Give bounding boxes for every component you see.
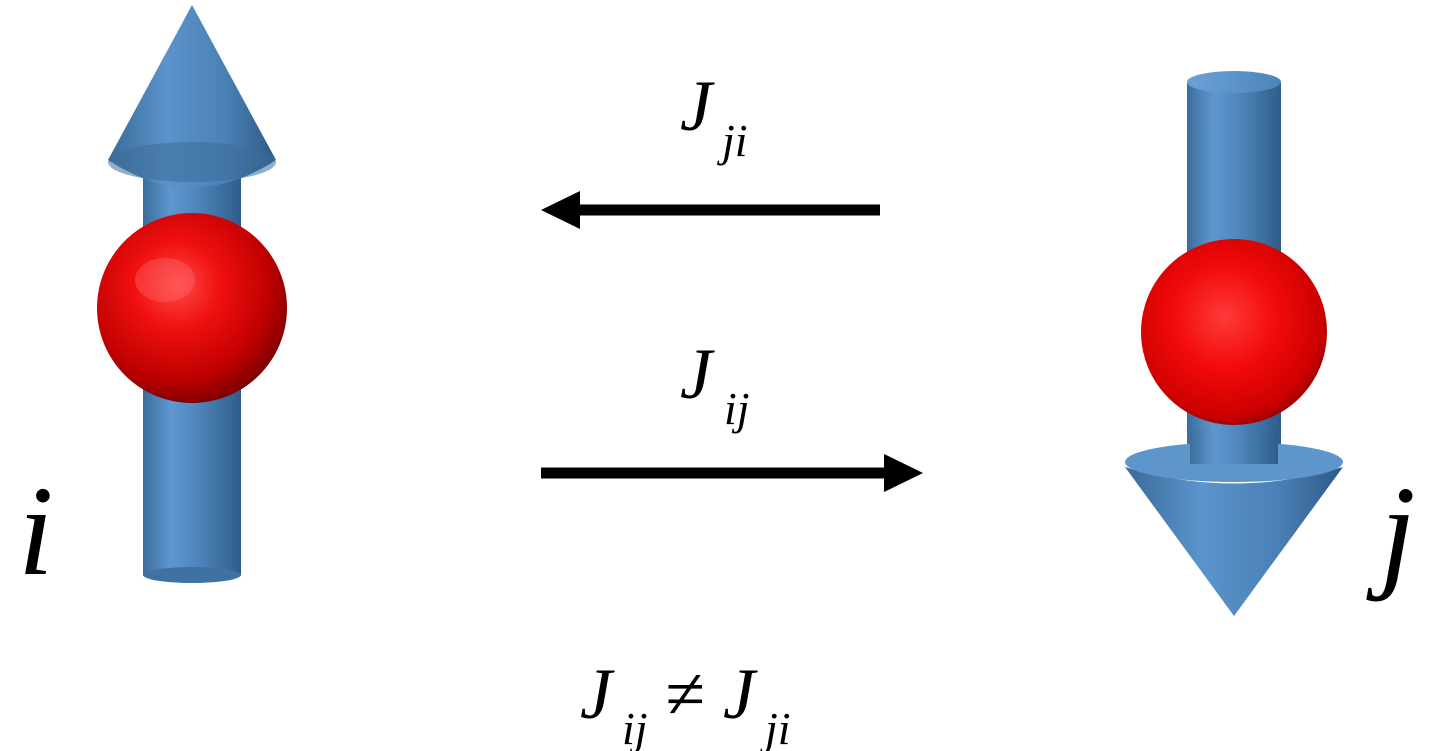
spin-down-arrow-icon bbox=[1125, 71, 1343, 616]
spin-up-arrow-icon bbox=[97, 5, 287, 583]
inequality-operator: ≠ bbox=[666, 654, 706, 734]
coupling-ij-subscript: ij bbox=[724, 383, 750, 434]
inequality-lhs-subscript: ij bbox=[622, 703, 648, 751]
inequality-rhs-symbol: J bbox=[723, 654, 758, 734]
inequality-rhs-subscript: ji bbox=[760, 703, 791, 751]
left-arrow-icon bbox=[541, 191, 880, 229]
svg-text:Jij: Jij bbox=[680, 334, 750, 434]
spin-j: j bbox=[1125, 71, 1416, 616]
spin-i-label: i bbox=[18, 460, 54, 602]
spin-j-label: j bbox=[1366, 460, 1416, 602]
svg-text:Jji: Jji bbox=[680, 66, 748, 166]
coupling-ji-subscript: ji bbox=[717, 115, 748, 166]
spin-j-sphere bbox=[1141, 239, 1327, 425]
inequality-lhs-symbol: J bbox=[580, 654, 615, 734]
spin-i: i bbox=[18, 5, 287, 602]
right-arrow-icon bbox=[541, 454, 923, 492]
coupling-ij-symbol: J bbox=[680, 334, 715, 414]
svg-text:Jij≠Jji: Jij≠Jji bbox=[580, 654, 791, 751]
coupling-ji-symbol: J bbox=[680, 66, 715, 146]
spin-i-sphere bbox=[97, 213, 287, 403]
